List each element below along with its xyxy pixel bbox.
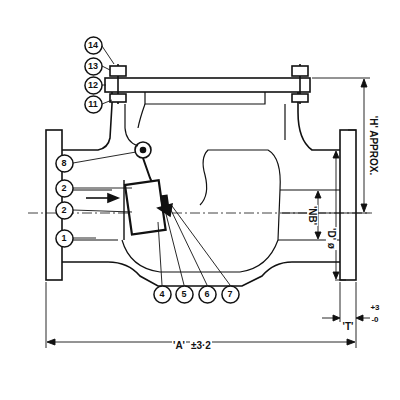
callout-number: 1 [55,229,74,248]
callout-circle: 4 [153,285,172,304]
callout-number: 2 [55,201,74,220]
callout-circle: 7 [221,285,240,304]
dimension-label: +3 [369,304,380,313]
callout-circle: 12 [84,76,103,95]
callout-number: 4 [153,285,172,304]
dimension-label: 'D' ø [326,227,337,250]
callout-number: 12 [84,76,103,95]
callout-number: 13 [84,57,103,76]
callout-number: 8 [55,154,74,173]
dimension-label: 'H' APPROX. [369,114,380,175]
callout-circle: 6 [198,285,217,304]
callout-circle: 14 [84,36,103,55]
dimension-label: 'A' [172,340,186,351]
callout-number: 7 [221,285,240,304]
callout-number: 2 [55,179,74,198]
dimension-label: -0 [370,316,379,325]
callout-circle: 11 [84,95,103,114]
dimension-label: 'NB' [307,204,318,225]
callout-number: 6 [198,285,217,304]
callout-circle: 2 [55,201,74,220]
dimension-label: 'T' [342,321,355,332]
dimension-label: ±3·2 [190,340,212,351]
callout-circle: 13 [84,57,103,76]
callout-number: 14 [84,36,103,55]
callout-circle: 1 [55,229,74,248]
callout-number: 5 [175,285,194,304]
callout-circle: 8 [55,154,74,173]
callout-number: 11 [84,95,103,114]
callout-circle: 5 [175,285,194,304]
callout-circle: 2 [55,179,74,198]
